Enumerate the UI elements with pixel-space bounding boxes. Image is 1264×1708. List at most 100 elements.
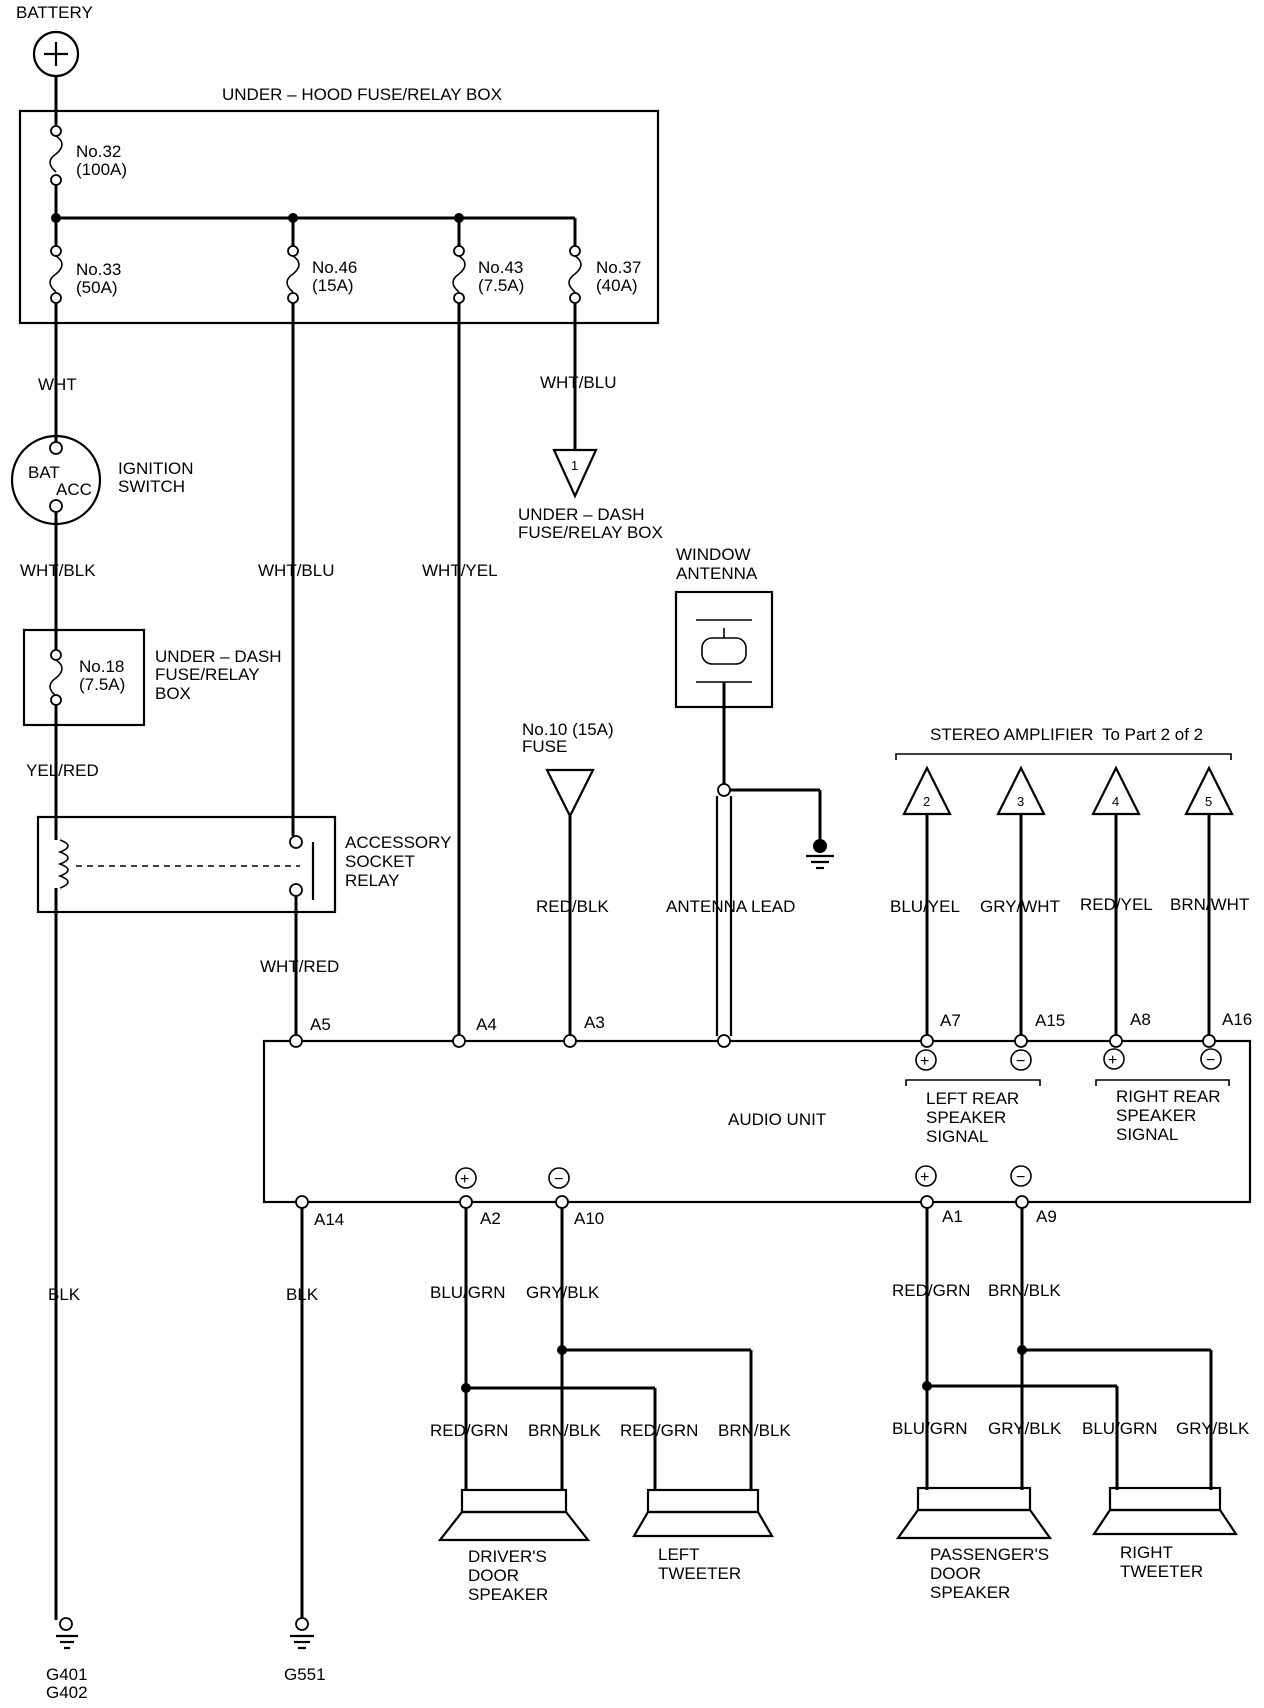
- fuse10-label1: No.10 (15A): [522, 720, 614, 739]
- ground-g402: G402: [46, 1683, 88, 1702]
- wire-blk-left: BLK: [48, 1285, 81, 1304]
- pin-a16: [1202, 1034, 1216, 1048]
- wire-brn-blk-right: BRN/BLK: [988, 1281, 1061, 1300]
- pin-a16-label: A16: [1222, 1010, 1252, 1029]
- antenna-label1: WINDOW: [676, 545, 751, 564]
- wire-red-blk: RED/BLK: [536, 897, 609, 916]
- fuse-18-rating: (7.5A): [79, 675, 125, 694]
- fuse-37-no: No.37: [596, 258, 641, 277]
- fuse-33-no: No.33: [76, 260, 121, 279]
- underdash-ref-triangle-icon: [552, 448, 598, 499]
- underdash-box-label1: UNDER – DASH: [155, 647, 282, 666]
- pin-a2: [459, 1195, 473, 1209]
- passenger-wire-gry-blk: GRY/BLK: [988, 1419, 1062, 1438]
- relay-label3: RELAY: [345, 871, 400, 890]
- right-tweeter-label1: RIGHT: [1120, 1543, 1173, 1562]
- antenna-label2: ANTENNA: [676, 564, 758, 583]
- pin-a3-label: A3: [584, 1013, 605, 1032]
- plus-icon: [1103, 1048, 1125, 1070]
- underhood-box: [18, 109, 660, 325]
- fuse-18-no: No.18: [79, 657, 124, 676]
- amp-wire-gry-wht: GRY/WHT: [980, 897, 1060, 916]
- ground-g401: G401: [46, 1665, 88, 1684]
- fuse-43: [452, 245, 466, 304]
- left-tweeter-icon: [632, 1488, 774, 1538]
- pin-a3: [563, 1034, 577, 1048]
- audio-unit-label: AUDIO UNIT: [728, 1110, 826, 1129]
- wire-blk-a14: BLK: [286, 1285, 319, 1304]
- ground-g401-icon: [56, 1617, 78, 1650]
- underdash-box-label2: FUSE/RELAY: [155, 665, 260, 684]
- ignition-acc: ACC: [56, 480, 92, 499]
- driver-label1: DRIVER'S: [468, 1547, 547, 1566]
- pin-a9: [1015, 1195, 1029, 1209]
- polarity-minus: −: [1016, 1169, 1025, 1186]
- right-tweeter-label2: TWEETER: [1120, 1562, 1203, 1581]
- plus-icon: [915, 1049, 937, 1071]
- wire-wht-yel: WHT/YEL: [422, 561, 498, 580]
- amp-num-5: 5: [1205, 794, 1212, 809]
- wire-wht-blu-37: WHT/BLU: [540, 373, 617, 392]
- fuse-43-no: No.43: [478, 258, 523, 277]
- amp-num-2: 2: [923, 794, 930, 809]
- amp-num-4: 4: [1112, 794, 1119, 809]
- wire-wht: WHT: [38, 375, 77, 394]
- fuse-46-rating: (15A): [312, 276, 354, 295]
- pin-a1: [920, 1195, 934, 1209]
- wire-yel-red: YEL/RED: [26, 761, 99, 780]
- accessory-socket-relay: [36, 815, 337, 914]
- pin-a14: [295, 1195, 309, 1209]
- pin-a8: [1109, 1034, 1123, 1048]
- underdash-ref-label2: FUSE/RELAY BOX: [518, 523, 663, 542]
- ignition-bat: BAT: [28, 463, 60, 482]
- passenger-door-speaker-icon: [895, 1486, 1053, 1540]
- ignition-label2: SWITCH: [118, 477, 185, 496]
- polarity-plus: +: [920, 1169, 929, 1186]
- fuse-43-rating: (7.5A): [478, 276, 524, 295]
- battery-plus-icon: [32, 30, 80, 78]
- fuse10-triangle-icon: [545, 768, 595, 819]
- fuse-37-rating: (40A): [596, 276, 638, 295]
- pin-a14-label: A14: [314, 1210, 344, 1229]
- ground-g551-icon: [290, 1617, 314, 1650]
- left-rear-label1: LEFT REAR: [926, 1089, 1019, 1108]
- fuse-33: [49, 245, 63, 304]
- underdash-fuse-box: [22, 628, 146, 727]
- driver-wire-brn-blk: BRN/BLK: [528, 1421, 601, 1440]
- passenger-label1: PASSENGER'S: [930, 1545, 1049, 1564]
- driver-label2: DOOR: [468, 1566, 519, 1585]
- pin-a10: [555, 1195, 569, 1209]
- polarity-plus: +: [460, 1171, 469, 1188]
- left-tweeter-label2: TWEETER: [658, 1564, 741, 1583]
- underdash-box-label3: BOX: [155, 684, 191, 703]
- pin-a7-label: A7: [940, 1011, 961, 1030]
- pin-a4: [452, 1034, 466, 1048]
- fuse-37: [568, 245, 582, 304]
- underdash-ref-label1: UNDER – DASH: [518, 505, 645, 524]
- polarity-plus: +: [920, 1053, 929, 1070]
- minus-icon: [1200, 1048, 1222, 1070]
- audio-unit: [262, 1039, 1252, 1204]
- amp-wire-blu-yel: BLU/YEL: [890, 897, 960, 916]
- driver-wire-red-grn: RED/GRN: [430, 1421, 508, 1440]
- fuse-33-rating: (50A): [76, 278, 118, 297]
- pin-a15-label: A15: [1035, 1011, 1065, 1030]
- pin-a2-label: A2: [480, 1209, 501, 1228]
- left-tweeter-wire-red-grn: RED/GRN: [620, 1421, 698, 1440]
- wire-wht-red: WHT/RED: [260, 957, 339, 976]
- antenna-element-icon: [696, 619, 752, 683]
- passenger-label3: SPEAKER: [930, 1583, 1010, 1602]
- driver-door-speaker-icon: [437, 1488, 591, 1542]
- pin-a1-label: A1: [942, 1207, 963, 1226]
- wire-gry-blk-left: GRY/BLK: [526, 1283, 600, 1302]
- passenger-label2: DOOR: [930, 1564, 981, 1583]
- right-tweeter-wire-gry-blk: GRY/BLK: [1176, 1419, 1250, 1438]
- driver-label3: SPEAKER: [468, 1585, 548, 1604]
- wire-blu-grn-left: BLU/GRN: [430, 1283, 506, 1302]
- pin-a5: [289, 1034, 303, 1048]
- passenger-wire-blu-grn: BLU/GRN: [892, 1419, 968, 1438]
- antenna-ground-icon: [806, 839, 834, 870]
- wire-wht-blk: WHT/BLK: [20, 561, 96, 580]
- pin-a4-label: A4: [476, 1015, 497, 1034]
- wire-red-grn-right: RED/GRN: [892, 1281, 970, 1300]
